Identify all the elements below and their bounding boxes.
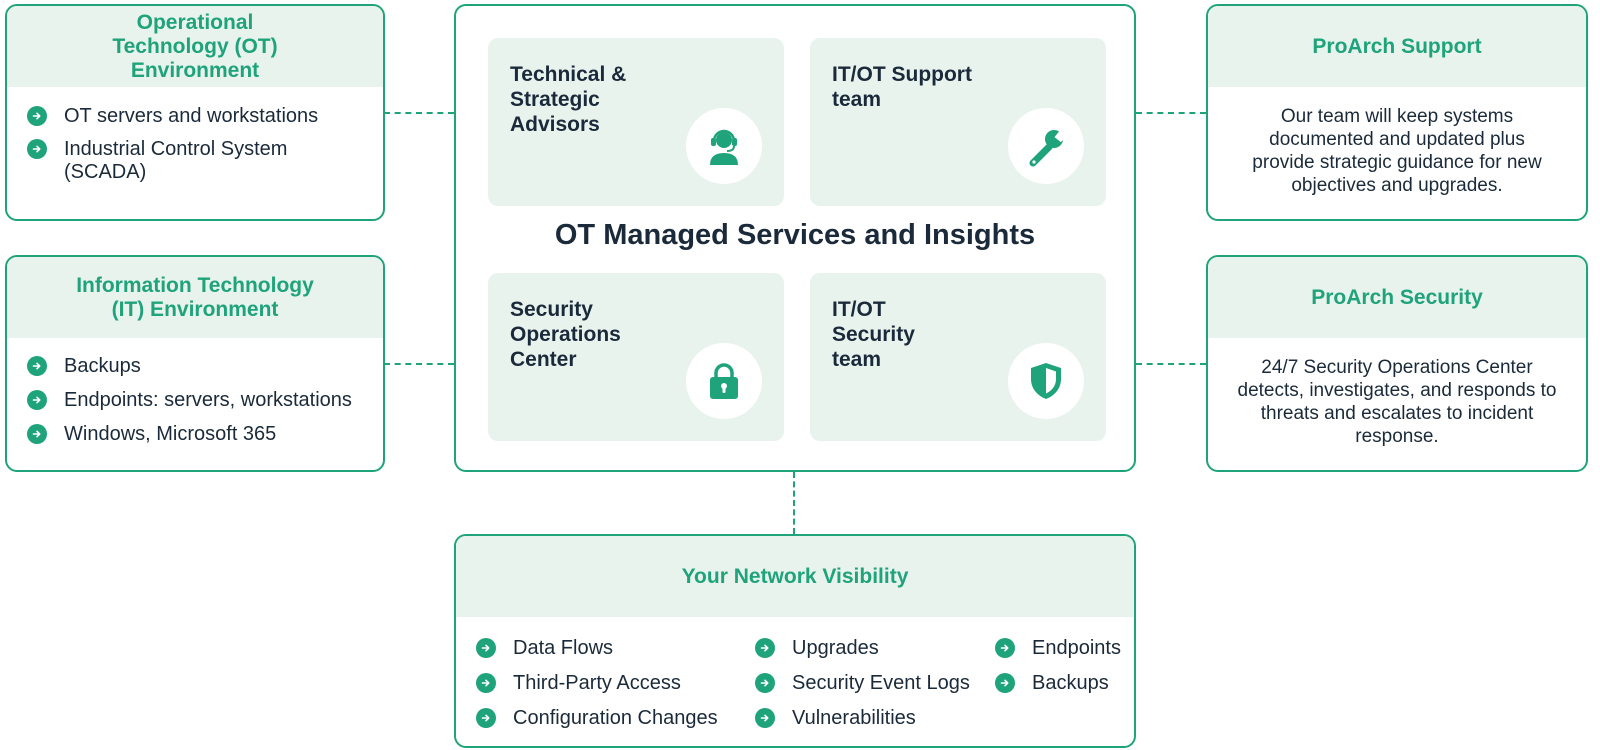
arrow-right-icon bbox=[995, 673, 1015, 693]
list-item-text: Industrial Control System (SCADA) bbox=[64, 138, 288, 183]
arrow-right-icon bbox=[476, 673, 496, 693]
list-item: Backups bbox=[27, 355, 363, 378]
tile-it-ot-security: IT/OT Security team bbox=[810, 273, 1106, 441]
list-item: Third-Party Access bbox=[476, 672, 718, 695]
list-item-text: Vulnerabilities bbox=[792, 707, 916, 729]
arrow-right-icon bbox=[27, 390, 47, 410]
network-visibility-title: Your Network Visibility bbox=[456, 536, 1134, 617]
arrow-right-icon bbox=[755, 638, 775, 658]
list-item: Backups bbox=[995, 672, 1121, 695]
proarch-support-description: Our team will keep systems documented an… bbox=[1252, 106, 1542, 196]
list-item-text: Upgrades bbox=[792, 637, 879, 659]
list-item: Endpoints: servers, workstations bbox=[27, 389, 363, 412]
tile-it-ot-support: IT/OT Support team bbox=[810, 38, 1106, 206]
visibility-column-2: Upgrades Security Event Logs Vulnerabili… bbox=[755, 637, 970, 730]
connector-center-to-security bbox=[1136, 363, 1206, 365]
list-item: Vulnerabilities bbox=[755, 707, 970, 730]
managed-services-card: Technical & Strategic Advisors IT/OT Sup… bbox=[454, 4, 1136, 472]
list-item: Data Flows bbox=[476, 637, 718, 660]
arrow-right-icon bbox=[27, 139, 47, 159]
arrow-right-icon bbox=[27, 356, 47, 376]
proarch-security-description: 24/7 Security Operations Center detects,… bbox=[1237, 357, 1557, 447]
proarch-security-title: ProArch Security bbox=[1208, 257, 1586, 338]
wrench-icon bbox=[1008, 108, 1084, 184]
arrow-right-icon bbox=[476, 708, 496, 728]
visibility-column-1: Data Flows Third-Party Access Configurat… bbox=[476, 637, 718, 730]
headset-agent-icon bbox=[686, 108, 762, 184]
arrow-right-icon bbox=[755, 673, 775, 693]
proarch-support-title: ProArch Support bbox=[1208, 6, 1586, 87]
ot-environment-list: OT servers and workstations Industrial C… bbox=[7, 87, 383, 184]
shield-icon bbox=[1008, 343, 1084, 419]
list-item: Endpoints bbox=[995, 637, 1121, 660]
list-item-text: Backups bbox=[1032, 672, 1109, 694]
it-environment-card: Information Technology (IT) Environment … bbox=[5, 255, 385, 472]
it-environment-list: Backups Endpoints: servers, workstations… bbox=[7, 338, 383, 446]
list-item-text: Windows, Microsoft 365 bbox=[64, 423, 277, 445]
arrow-right-icon bbox=[27, 106, 47, 126]
it-environment-title: Information Technology (IT) Environment bbox=[7, 257, 383, 338]
list-item-text: Security Event Logs bbox=[792, 672, 970, 694]
list-item: OT servers and workstations bbox=[27, 105, 363, 128]
list-item-text: Data Flows bbox=[513, 637, 614, 659]
list-item-text: Backups bbox=[64, 355, 141, 377]
connector-center-to-support bbox=[1136, 112, 1206, 114]
list-item-text: Endpoints: servers, workstations bbox=[64, 389, 352, 411]
visibility-column-3: Endpoints Backups bbox=[995, 637, 1121, 695]
proarch-support-card: ProArch Support Our team will keep syste… bbox=[1206, 4, 1588, 221]
tile-label: IT/OT Security team bbox=[832, 298, 915, 371]
tile-label: Security Operations Center bbox=[510, 298, 621, 371]
list-item-text: Third-Party Access bbox=[513, 672, 681, 694]
network-visibility-card: Your Network Visibility Data Flows Third… bbox=[454, 534, 1136, 748]
list-item-text: Endpoints bbox=[1032, 637, 1121, 659]
connector-it-to-center bbox=[384, 363, 454, 365]
arrow-right-icon bbox=[476, 638, 496, 658]
list-item: Industrial Control System (SCADA) bbox=[27, 138, 363, 184]
proarch-security-card: ProArch Security 24/7 Security Operation… bbox=[1206, 255, 1588, 472]
list-item: Windows, Microsoft 365 bbox=[27, 423, 363, 446]
arrow-right-icon bbox=[755, 708, 775, 728]
connector-center-to-visibility bbox=[793, 472, 795, 534]
list-item: Security Event Logs bbox=[755, 672, 970, 695]
tile-label: IT/OT Support team bbox=[832, 63, 972, 111]
tile-security-operations-center: Security Operations Center bbox=[488, 273, 784, 441]
arrow-right-icon bbox=[27, 424, 47, 444]
tile-label: Technical & Strategic Advisors bbox=[510, 63, 627, 136]
tile-technical-advisors: Technical & Strategic Advisors bbox=[488, 38, 784, 206]
managed-services-title: OT Managed Services and Insights bbox=[554, 219, 1036, 251]
connector-ot-to-center bbox=[384, 112, 454, 114]
ot-environment-card: Operational Technology (OT) Environment … bbox=[5, 4, 385, 221]
padlock-icon bbox=[686, 343, 762, 419]
list-item-text: OT servers and workstations bbox=[64, 105, 319, 127]
list-item: Configuration Changes bbox=[476, 707, 718, 730]
list-item-text: Configuration Changes bbox=[513, 707, 718, 729]
arrow-right-icon bbox=[995, 638, 1015, 658]
list-item: Upgrades bbox=[755, 637, 970, 660]
ot-environment-title: Operational Technology (OT) Environment bbox=[7, 6, 383, 87]
